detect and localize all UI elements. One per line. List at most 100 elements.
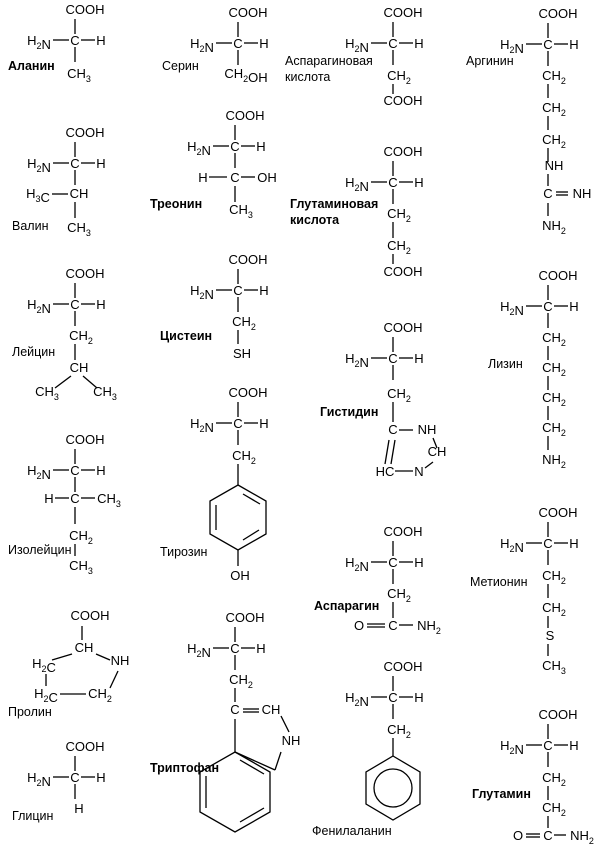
atom-label-c: C (388, 618, 397, 633)
alpha-carbon: C (70, 463, 79, 478)
molecule-name: Глутамин (472, 787, 531, 801)
alpha-carbon: C (388, 690, 397, 705)
atom-label-ch2: CH2 (542, 360, 566, 378)
molecule-name: Серин (162, 59, 199, 73)
carboxyl-group: COOH (66, 125, 105, 140)
hydrogen: H (96, 463, 105, 478)
amino-group: H2N (345, 351, 369, 370)
molecule-name: Аланин (8, 59, 55, 73)
hydrogen: H (259, 416, 268, 431)
atom-label-hc: HC (376, 464, 395, 479)
hydrogen: H (414, 690, 423, 705)
bond (95, 653, 111, 661)
aromatic-circle (373, 768, 413, 808)
hydrogen: H (96, 297, 105, 312)
carboxyl-group: COOH (384, 5, 423, 20)
alpha-carbon: C (233, 36, 242, 51)
hydrogen: H (259, 36, 268, 51)
carboxyl-group: COOH (66, 266, 105, 281)
bond (432, 437, 438, 449)
double-bond (242, 493, 261, 505)
atom-label-ch3: CH3 (35, 384, 59, 402)
alpha-carbon: C (543, 738, 552, 753)
atom-label-nh2: NH2 (570, 828, 594, 846)
bond (234, 751, 276, 771)
double-bond (242, 529, 260, 541)
bond (51, 653, 73, 661)
atom-label-oh: OH (230, 568, 250, 583)
atom-label-c: C (230, 702, 239, 717)
amino-group: H2N (345, 36, 369, 55)
molecule-name: Аргинин (466, 54, 514, 68)
molecule-name: Глутаминовая (290, 197, 378, 211)
alpha-carbon: C (70, 156, 79, 171)
bond (109, 670, 119, 689)
molecule-name: Аспарагиновая (285, 54, 373, 68)
molecule-name: Триптофан (150, 761, 219, 775)
atom-label-h: H (44, 491, 53, 506)
atom-label-ch2: CH2 (542, 100, 566, 118)
atom-label-ch2: CH2 (69, 528, 93, 546)
alpha-carbon: C (388, 36, 397, 51)
hydrogen: H (256, 139, 265, 154)
alpha-carbon: C (70, 770, 79, 785)
atom-label-ch2: CH2 (542, 390, 566, 408)
molecule-name: Глицин (12, 809, 53, 823)
benzene-ring (365, 755, 421, 821)
atom-label-ch2: CH2 (387, 586, 411, 604)
alpha-carbon: C (543, 299, 552, 314)
molecule-name: Метионин (470, 575, 528, 589)
amino-group: H2N (27, 33, 51, 52)
carboxyl-group: COOH (384, 320, 423, 335)
amino-group: H2N (27, 770, 51, 789)
atom-label-ch2: CH2 (542, 800, 566, 818)
atom-label-ch2: CH2 (542, 330, 566, 348)
atom-label-nh: NH (111, 653, 130, 668)
molecule-name: Аспарагин (314, 599, 379, 613)
double-bond (239, 759, 265, 775)
atom-label-ch2: CH2 (387, 722, 411, 740)
atom-label-cooh: COOH (384, 264, 423, 279)
atom-label-ch: CH (70, 186, 89, 201)
atom-label-o: O (513, 828, 523, 843)
atom-label-ch: CH (428, 444, 447, 459)
hydrogen: H (569, 738, 578, 753)
atom-label-c: C (230, 170, 239, 185)
indole-benzene-ring (199, 751, 271, 833)
atom-label-ch2: CH2 (542, 568, 566, 586)
double-bond (239, 807, 265, 823)
hydrogen: H (569, 299, 578, 314)
bond (424, 461, 434, 469)
amino-group: H2N (500, 299, 524, 318)
molecule-name: Фенилаланин (312, 824, 392, 838)
molecule-name: Треонин (150, 197, 202, 211)
atom-label-ch2: CH2 (232, 314, 256, 332)
atom-label-ch: CH (75, 640, 94, 655)
atom-label-ch3: CH3 (93, 384, 117, 402)
carboxyl-group: COOH (226, 108, 265, 123)
atom-label-ch2: CH2 (387, 206, 411, 224)
atom-label-nh: NH (545, 158, 564, 173)
amino-group: H2N (190, 36, 214, 55)
atom-label-nh2: NH2 (542, 452, 566, 470)
atom-label-ch2: CH2 (88, 686, 112, 704)
molecule-name: Тирозин (160, 545, 208, 559)
amino-group: H2N (345, 690, 369, 709)
bond (54, 375, 72, 389)
carboxyl-group: COOH (229, 385, 268, 400)
hydrogen: H (256, 641, 265, 656)
carboxyl-group: COOH (66, 432, 105, 447)
molecule-name: кислота (285, 70, 330, 84)
hydrogen: H (96, 770, 105, 785)
alpha-carbon: C (543, 37, 552, 52)
carboxyl-group: COOH (71, 608, 110, 623)
